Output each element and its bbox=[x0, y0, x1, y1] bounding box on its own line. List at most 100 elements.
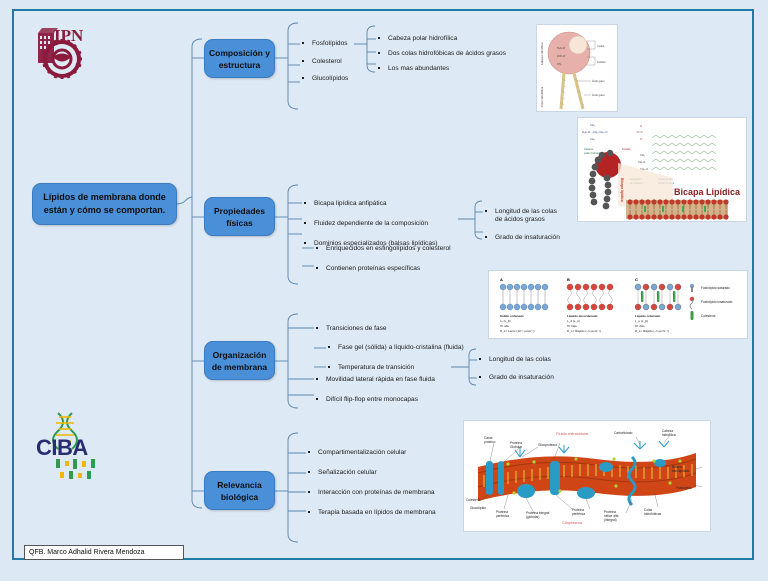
svg-text:Colesterol: Colesterol bbox=[701, 314, 716, 318]
svg-text:Fluido extracelular: Fluido extracelular bbox=[556, 431, 589, 436]
list-item: Cabeza polar hidrofílica bbox=[376, 35, 516, 43]
svg-text:Proteína: Proteína bbox=[604, 510, 616, 514]
list-item: Dos colas hidrofóbicas de ácidos grasos bbox=[376, 50, 516, 58]
svg-text:A: A bbox=[500, 277, 503, 282]
svg-text:Proteína: Proteína bbox=[572, 508, 584, 512]
svg-text:Colesterol: Colesterol bbox=[466, 498, 481, 502]
svg-text:hélice alfa: hélice alfa bbox=[604, 514, 619, 518]
branch-node-organizacion[interactable]: Organización de membrana bbox=[204, 341, 275, 380]
svg-text:O=P–O⁻: O=P–O⁻ bbox=[557, 55, 566, 58]
branch4-items: Compartimentalización celular Señalizaci… bbox=[306, 449, 471, 529]
list-item: Grado de insaturación bbox=[477, 374, 563, 382]
svg-text:Fosfolípido insaturado: Fosfolípido insaturado bbox=[701, 300, 733, 304]
svg-text:CH₂: CH₂ bbox=[557, 63, 561, 66]
root-node[interactable]: Lípidos de membrana donde están y cómo s… bbox=[32, 183, 177, 225]
bicapa-lipidica-figure: CH₃ H₃C–N⁺–CH₂–CH₂–O CH₃ O –P–O O⁻ Cabez… bbox=[577, 117, 747, 222]
list-item: Compartimentalización celular bbox=[306, 449, 471, 457]
svg-text:Citoplasma: Citoplasma bbox=[562, 520, 583, 525]
svg-text:Líquido ordenado: Líquido ordenado bbox=[635, 314, 660, 318]
svg-text:hidrofílica: hidrofílica bbox=[662, 433, 676, 437]
mindmap-canvas: IPN bbox=[12, 9, 754, 560]
svg-text:θ= Alto: θ= Alto bbox=[635, 324, 645, 328]
phospholipid-structure-figure: Colina Fosfato H₃C–N⁺ O=P–O⁻ CH₂ Ácido g… bbox=[536, 24, 618, 112]
cell-membrane-figure: Fluido extracelular Citoplasma bbox=[463, 420, 711, 532]
svg-text:CH₃: CH₃ bbox=[590, 137, 595, 141]
branch-node-propiedades[interactable]: Propiedades físicas bbox=[204, 197, 275, 236]
list-item: Difícil flip-flop entre monocapas bbox=[314, 396, 464, 404]
svg-text:fosfolipídica: fosfolipídica bbox=[672, 469, 689, 473]
svg-text:Fosfolípido: Fosfolípido bbox=[676, 486, 692, 490]
svg-text:Colas: Colas bbox=[644, 508, 653, 512]
branch2-fluidez-children: Longitud de las colas de ácidos grasos G… bbox=[483, 208, 565, 251]
author-nameplate: QFB. Marco Adhalid Rivera Mendoza bbox=[24, 545, 184, 560]
svg-text:Fosfato: Fosfato bbox=[622, 147, 631, 151]
svg-text:Bicapa: Bicapa bbox=[672, 465, 682, 469]
svg-text:H₃C–N⁺–CH₂–CH₂–O: H₃C–N⁺–CH₂–CH₂–O bbox=[582, 130, 607, 134]
svg-text:D_L= Lento (10⁻³ µm²s⁻¹): D_L= Lento (10⁻³ µm²s⁻¹) bbox=[500, 329, 535, 333]
svg-text:CH₂: CH₂ bbox=[640, 153, 645, 157]
svg-text:Canal: Canal bbox=[484, 436, 493, 440]
svg-text:Sólido ordenado: Sólido ordenado bbox=[500, 314, 524, 318]
svg-text:Proteína: Proteína bbox=[510, 441, 522, 445]
svg-text:H₃C–N⁺: H₃C–N⁺ bbox=[557, 47, 566, 50]
svg-text:Cabeza: Cabeza bbox=[662, 429, 673, 433]
ipn-logo: IPN bbox=[32, 19, 94, 83]
svg-text:Proteína: Proteína bbox=[496, 510, 508, 514]
list-item: Longitud de las colas de ácidos grasos bbox=[483, 208, 565, 224]
svg-text:Líquido desordenado: Líquido desordenado bbox=[567, 314, 598, 318]
svg-text:B: B bbox=[567, 277, 570, 282]
branch2-items: Bicapa lipídica anfipática Fluidez depen… bbox=[302, 200, 460, 260]
ciba-logo-text: CIBA bbox=[36, 435, 88, 460]
svg-text:periférica: periférica bbox=[496, 514, 509, 518]
svg-text:Carbohidrato: Carbohidrato bbox=[614, 431, 633, 435]
svg-text:Globular: Globular bbox=[510, 445, 523, 449]
svg-text:(globular): (globular) bbox=[526, 515, 539, 519]
list-item: Fluidez dependiente de la composición bbox=[302, 220, 460, 228]
svg-text:Ácido graso: Ácido graso bbox=[592, 94, 605, 97]
branch1-subitems-fosfolipidos: Cabeza polar hidrofílica Dos colas hidro… bbox=[376, 35, 516, 80]
svg-text:O⁻: O⁻ bbox=[640, 137, 644, 141]
branch3-subitems: Fase gel (sólida) a líquido-cristalina (… bbox=[326, 344, 488, 384]
svg-text:Glucolípido: Glucolípido bbox=[470, 506, 486, 510]
svg-text:O: O bbox=[640, 124, 642, 128]
svg-text:L_o (L_β): L_o (L_β) bbox=[635, 319, 648, 323]
svg-text:D_L= Rápido (~1 µm²s⁻¹): D_L= Rápido (~1 µm²s⁻¹) bbox=[635, 329, 669, 333]
branch-node-composicion[interactable]: Composición y estructura bbox=[204, 39, 275, 78]
svg-text:Fosfato: Fosfato bbox=[597, 60, 606, 64]
branch-node-relevancia[interactable]: Relevancia biológica bbox=[204, 471, 275, 510]
svg-text:Cola hidrofóbica: Cola hidrofóbica bbox=[540, 86, 544, 107]
list-item: Interacción con proteínas de membrana bbox=[306, 489, 471, 497]
list-item: Grado de insaturación bbox=[483, 234, 565, 242]
svg-text:C: C bbox=[635, 277, 638, 282]
svg-text:Cabeza: Cabeza bbox=[584, 147, 593, 151]
svg-text:Glicoproteína: Glicoproteína bbox=[538, 443, 557, 447]
branch3-temperatura-children: Longitud de las colas Grado de insaturac… bbox=[477, 356, 563, 391]
list-item: Glucolípidos bbox=[300, 75, 356, 83]
svg-text:s₀ (L_β): s₀ (L_β) bbox=[500, 319, 511, 323]
list-item: Los mas abundantes bbox=[376, 65, 516, 73]
svg-text:D_L= Rápido (~1 µm²s⁻¹): D_L= Rápido (~1 µm²s⁻¹) bbox=[567, 329, 601, 333]
svg-text:CH–O: CH–O bbox=[638, 160, 645, 164]
svg-text:polar (Colina): polar (Colina) bbox=[584, 151, 600, 155]
svg-text:periférica: periférica bbox=[572, 512, 585, 516]
list-item: Dominios especializados (balsas lipídica… bbox=[302, 240, 460, 248]
list-item: Señalización celular bbox=[306, 469, 471, 477]
list-item: Enriquecidos en esfingolípidos y coleste… bbox=[314, 245, 494, 253]
list-item: Contienen proteínas específicas bbox=[314, 265, 494, 273]
svg-text:Colina: Colina bbox=[597, 44, 605, 48]
list-item: Colesterol bbox=[300, 58, 356, 66]
branch3-items-rest: Movilidad lateral rápida en fase fluida … bbox=[314, 376, 464, 416]
svg-text:L_d (L_α): L_d (L_α) bbox=[567, 319, 580, 323]
svg-text:Bicapa Lipídica: Bicapa Lipídica bbox=[674, 187, 741, 197]
svg-text:Fosfolípido saturado: Fosfolípido saturado bbox=[701, 286, 730, 290]
svg-text:θ= bajo: θ= bajo bbox=[567, 324, 577, 328]
ciba-logo: CIBA bbox=[34, 409, 120, 489]
list-item: Bicapa lipídica anfipática bbox=[302, 200, 460, 208]
svg-text:–P–O: –P–O bbox=[636, 130, 643, 134]
membrane-phases-figure: A Sólido ordenado bbox=[488, 270, 748, 339]
svg-text:CH₂–O: CH₂–O bbox=[640, 167, 648, 171]
svg-text:Cabeza hidrofílica: Cabeza hidrofílica bbox=[540, 42, 544, 65]
list-item: Fase gel (sólida) a líquido-cristalina (… bbox=[326, 344, 488, 352]
list-item: Fosfolípidos bbox=[300, 40, 356, 48]
branch3-item-0: Transiciones de fase bbox=[314, 325, 459, 343]
